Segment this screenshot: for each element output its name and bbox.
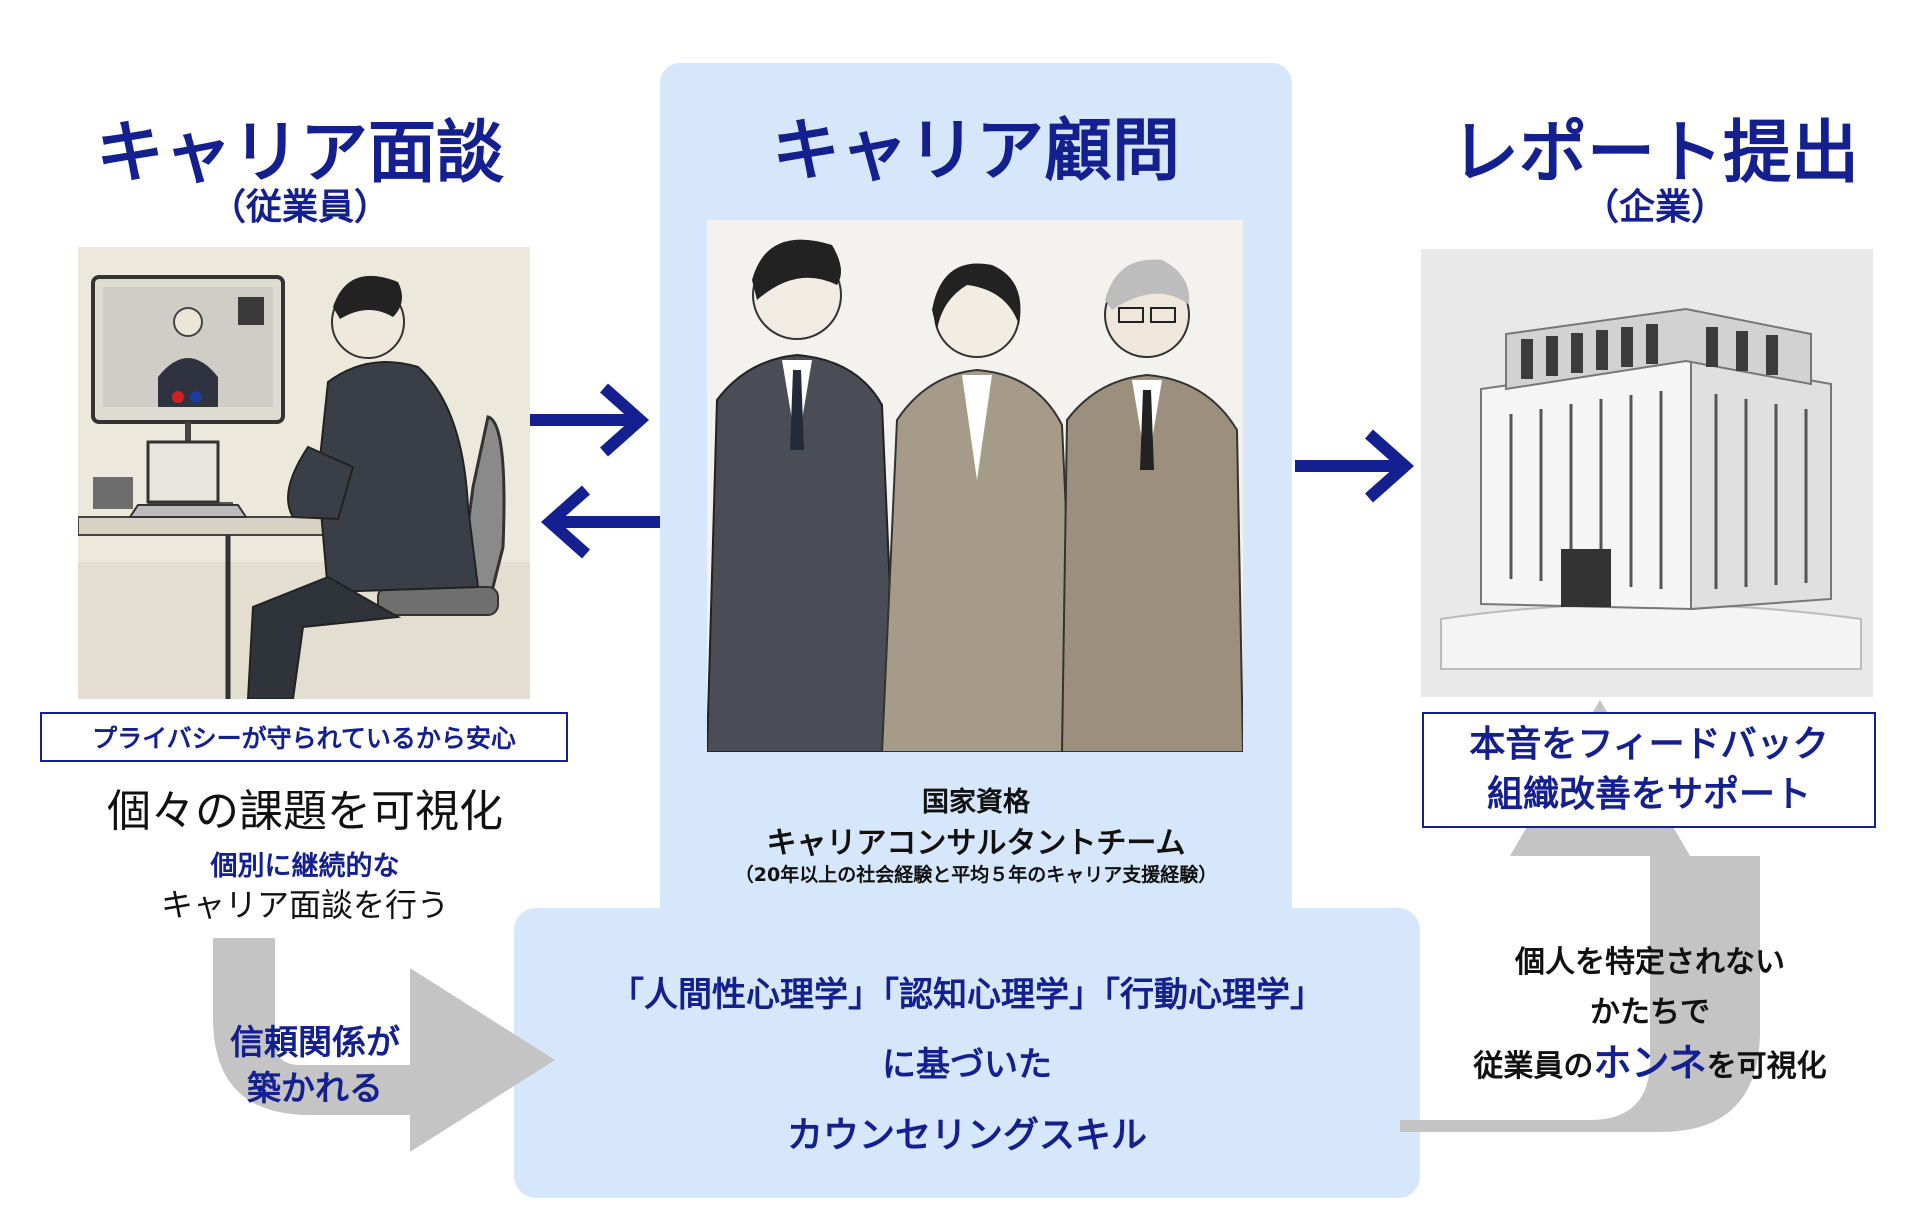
- trust-text: 信頼関係が 築かれる: [215, 1020, 415, 1112]
- advisor-title: キャリア顧問: [771, 112, 1180, 191]
- interview-subtitle: （従業員）: [209, 187, 390, 228]
- team-text: キャリアコンサルタントチーム: [766, 826, 1186, 861]
- trust-line-1: 信頼関係が: [230, 1023, 400, 1063]
- report-up-arrow: [1400, 700, 1760, 1132]
- counseling-skill-text: カウンセリングスキル: [786, 1115, 1147, 1156]
- feedback-text: 本音をフィードバック: [1469, 724, 1829, 765]
- psychology-text: 「人間性心理学」「認知心理学」「行動心理学」: [610, 975, 1324, 1015]
- anonymity-text: 個人を特定されない かたちで 従業員のホンネを可視化: [1420, 938, 1880, 1092]
- qualification-text: 国家資格: [922, 787, 1030, 818]
- online-interview-illustration: [78, 247, 530, 699]
- experience-text: （20年以上の社会経験と平均５年のキャリア支援経験）: [734, 864, 1218, 886]
- arrow-right-to-company: [1295, 429, 1415, 503]
- report-title: レポート提出: [1450, 114, 1859, 193]
- anonymity-line-2: かたちで: [1590, 995, 1710, 1030]
- trust-line-2: 築かれる: [247, 1069, 383, 1109]
- arrow-right-to-consultant: [530, 383, 650, 457]
- feedback-box: 本音をフィードバック 組織改善をサポート: [1422, 712, 1876, 828]
- interview-title: キャリア面談: [95, 114, 504, 193]
- anonymity-line-3-post: を可視化: [1706, 1049, 1827, 1084]
- anonymity-line-3: 従業員のホンネを可視化: [1420, 1038, 1880, 1092]
- based-on-text: に基づいた: [882, 1045, 1052, 1085]
- interview-text: キャリア面談を行う: [160, 886, 449, 924]
- privacy-label: プライバシーが守られているから安心: [40, 712, 568, 762]
- visualize-issues-text: 個々の課題を可視化: [107, 786, 503, 837]
- anonymity-line-3-pre: 従業員の: [1473, 1049, 1594, 1084]
- continuous-text: 個別に継続的な: [210, 851, 400, 882]
- arrow-left-to-employee: [540, 485, 660, 559]
- counseling-skill-panel: [514, 908, 1420, 1198]
- support-text: 組織改善をサポート: [1486, 774, 1811, 815]
- consultant-team-illustration: [707, 220, 1243, 752]
- report-subtitle: （企業）: [1582, 187, 1727, 228]
- company-building-illustration: [1421, 249, 1873, 697]
- trust-curve-arrow: [213, 938, 555, 1152]
- anonymity-line-1: 個人を特定されない: [1515, 945, 1785, 980]
- honne-emphasis: ホンネ: [1593, 1041, 1707, 1085]
